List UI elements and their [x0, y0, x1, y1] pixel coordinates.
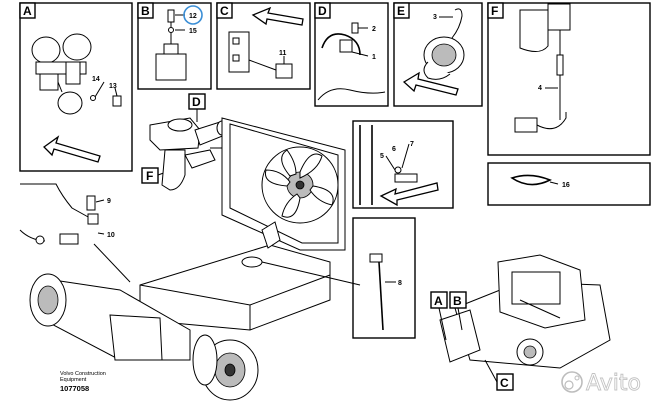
part-number-2: 2 [372, 26, 376, 33]
part-number-10: 10 [107, 232, 115, 239]
callout-d: D [188, 93, 206, 122]
callout-b2: B [449, 291, 467, 331]
panel-f: F 4 [487, 2, 651, 156]
part-number-16: 16 [562, 182, 570, 189]
part-number-11: 11 [279, 50, 287, 57]
part-number-8: 8 [398, 280, 402, 287]
highlight-circle [183, 5, 203, 25]
svg-text:D: D [192, 95, 201, 109]
drawing-number: 1077058 [60, 384, 89, 393]
panel-c-label: C [220, 4, 229, 18]
watermark: Avito [561, 371, 641, 396]
panel-d-label: D [318, 4, 327, 18]
part-number-12: 12 [189, 13, 197, 20]
sensor-detail: 9 10 [19, 183, 131, 283]
panel-a-label: A [23, 4, 32, 18]
fan-radiator [221, 117, 346, 251]
part-number-9: 9 [107, 198, 111, 205]
part-number-4: 4 [538, 85, 542, 92]
main-chassis [29, 221, 361, 401]
footer-line1: Volvo Construction [60, 371, 106, 377]
machine-overview [439, 254, 611, 369]
panel-f-label: F [491, 4, 498, 18]
part-number-5: 5 [380, 153, 384, 160]
footer-line2: Equipment [60, 377, 87, 383]
panel-a: A 14 13 [19, 2, 133, 172]
panel-fan-detail: 5 6 7 [352, 120, 454, 209]
callout-a2: A [430, 291, 448, 341]
part-number-7: 7 [410, 141, 414, 148]
svg-text:B: B [453, 294, 462, 308]
panel-b-label: B [141, 4, 150, 18]
filter-assembly [149, 117, 228, 191]
panel-16: 16 [487, 162, 651, 206]
part-number-13: 13 [109, 83, 117, 90]
panel-d: D 2 1 [314, 2, 389, 107]
dipstick-detail: 8 [352, 217, 416, 339]
svg-text:F: F [146, 169, 153, 183]
drawing-footer: Volvo Construction Equipment 1077058 [60, 371, 106, 393]
callout-c2: C [484, 359, 514, 391]
part-number-14: 14 [92, 76, 100, 83]
panel-c: C 11 [216, 2, 311, 90]
panel-e-label: E [397, 4, 405, 18]
watermark-text: Avito [586, 371, 641, 396]
panel-b: B 12 15 [137, 2, 212, 90]
part-number-6: 6 [392, 146, 396, 153]
part-number-15: 15 [189, 28, 197, 35]
panel-e: E 3 [393, 2, 483, 107]
part-number-3: 3 [433, 14, 437, 21]
svg-text:A: A [434, 294, 443, 308]
svg-text:C: C [500, 376, 509, 390]
part-number-1: 1 [372, 54, 376, 61]
